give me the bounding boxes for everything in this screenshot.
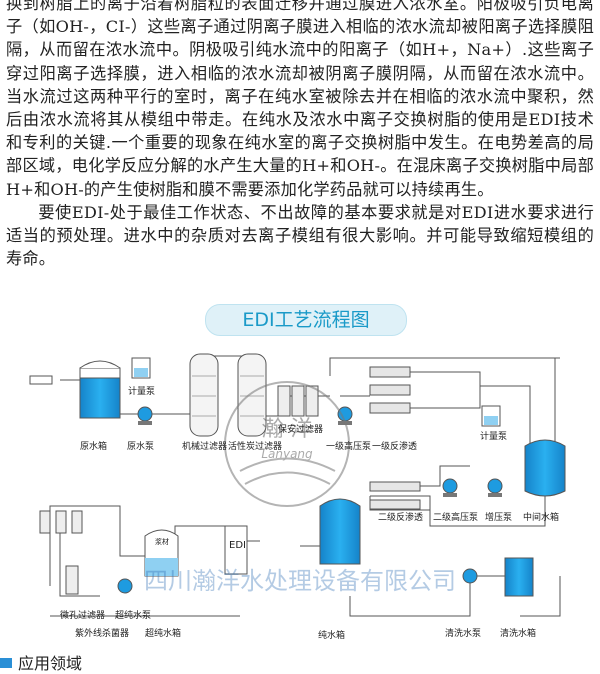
watermark-cn: 瀚 洋 <box>262 417 313 442</box>
ultra-pure-water-pump <box>117 578 133 594</box>
company-banner: 四川瀚洋水处理设备有限公司 <box>144 567 456 595</box>
label-mech-filter: 机械过滤器 <box>182 440 227 452</box>
edi-process-diagram: EDI工艺流程图 <box>0 296 600 656</box>
dosing-pump-2 <box>481 405 501 427</box>
label-ro-1: 一级反渗透 <box>372 440 417 452</box>
label-pure-tank: 纯水箱 <box>318 629 345 641</box>
label-carbon-filter: 活性炭过滤器 <box>228 440 282 452</box>
paragraph-edi-principle: 换到树脂上的离子沿着树脂粒的表面迁移并通过膜进入浓水室。阳极吸引负电离子（如OH… <box>6 0 594 199</box>
label-dosing-pump-2: 计量泵 <box>480 430 507 442</box>
activated-carbon-filter <box>237 353 267 437</box>
label-hp-pump-2: 二级高压泵 <box>433 511 478 523</box>
label-security-filter: 保安过滤器 <box>278 423 323 435</box>
paragraph-pretreatment: 要使EDI-处于最佳工作状态、不出故障的基本要求就是对EDI进水要求进行适当的预… <box>6 202 594 269</box>
booster-pump <box>487 478 503 497</box>
clean-water-pump <box>462 568 478 584</box>
mechanical-filter <box>189 353 219 437</box>
ro-stage-2 <box>369 481 421 510</box>
label-ro-2: 二级反渗透 <box>378 511 423 523</box>
inlet-valve <box>29 375 53 385</box>
dosing-pump-1 <box>131 357 151 379</box>
label-clean-tank: 清洗水箱 <box>500 627 536 639</box>
label-resin: 浆材 <box>155 537 169 546</box>
raw-water-tank <box>79 360 121 419</box>
intermediate-tank <box>524 439 566 497</box>
security-filter <box>277 385 319 417</box>
high-pressure-pump-2 <box>442 478 458 497</box>
raw-water-pump <box>137 406 153 425</box>
section-marker <box>0 658 12 668</box>
figure-title: EDI工艺流程图 <box>205 304 407 336</box>
label-dosing-pump-1: 计量泵 <box>128 385 155 397</box>
label-clean-pump: 清洗水泵 <box>445 627 481 639</box>
label-ultra-tank: 超纯水箱 <box>145 627 181 639</box>
label-edi: EDI <box>229 540 246 551</box>
equipment-labels: 原水箱 原水泵 计量泵 机械过滤器 活性炭过滤器 保安过滤器 一级高压泵 一级反… <box>60 385 559 641</box>
label-hp-pump-1: 一级高压泵 <box>326 440 371 452</box>
micro-filter <box>39 510 83 534</box>
label-raw-pump: 原水泵 <box>127 440 154 452</box>
edi-module <box>224 525 248 575</box>
ro-stage-1 <box>369 366 411 414</box>
pure-water-tank <box>319 498 361 565</box>
label-intermediate-tank: 中间水箱 <box>523 511 559 523</box>
article-body: 换到树脂上的离子沿着树脂粒的表面迁移并通过膜进入浓水室。阳极吸引负电离子（如OH… <box>6 0 594 270</box>
uv-sterilizer <box>65 565 79 595</box>
label-uv-sterilizer: 紫外线杀菌器 <box>75 627 129 639</box>
watermark: 瀚 洋 Lanyang <box>224 381 350 507</box>
process-flow-svg: 瀚 洋 Lanyang 原水箱 原水泵 计量泵 机械过滤器 活性炭过滤器 保安过… <box>29 353 566 641</box>
section-title: 应用领域 <box>18 654 83 673</box>
label-booster-pump: 增压泵 <box>485 511 512 523</box>
label-micro-filter: 微孔过滤器 <box>60 609 105 621</box>
label-ultra-pump: 超纯水泵 <box>115 609 151 621</box>
clean-water-tank <box>504 557 534 597</box>
resin-tank <box>144 529 179 577</box>
next-section-heading: 应用领域 <box>0 652 600 673</box>
label-raw-tank: 原水箱 <box>80 440 107 452</box>
watermark-en: Lanyang <box>261 447 313 461</box>
